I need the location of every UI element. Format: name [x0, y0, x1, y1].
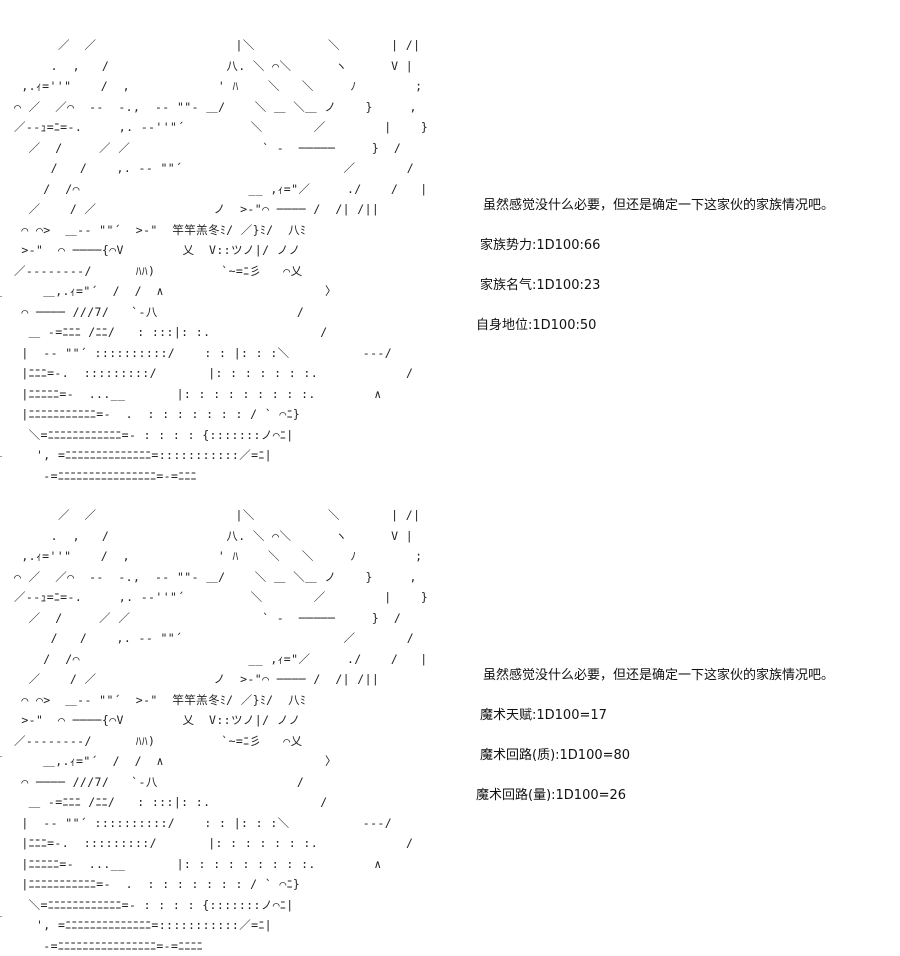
- panel-family-roll: ／ ／ |＼ ＼ | /| . , / 八. ＼ ⌒＼ ヽ V | ,.ｨ=''…: [0, 0, 900, 483]
- intro-line: 虽然感觉没什么必要，但还是确定一下这家伙的家族情况吧。: [483, 198, 835, 213]
- dialogue-block: 虽然感觉没什么必要，但还是确定一下这家伙的家族情况吧。 家族势力:1D100:6…: [476, 196, 896, 356]
- dialogue-block: 虽然感觉没什么必要，但还是确定一下这家伙的家族情况吧。 魔术天赋:1D100=1…: [476, 666, 896, 826]
- stat-magic-talent: 魔术天赋:1D100=17: [480, 708, 607, 723]
- ascii-art-character: ／ ／ |＼ ＼ | /| . , / 八. ＼ ⌒＼ ヽ V | ,.ｨ=''…: [14, 38, 429, 483]
- stat-family-power: 家族势力:1D100:66: [480, 238, 601, 253]
- stat-self-status: 自身地位:1D100:50: [476, 318, 597, 333]
- edge-mark: [0, 456, 2, 457]
- intro-line: 虽然感觉没什么必要，但还是确定一下这家伙的家族情况吧。: [483, 668, 835, 683]
- edge-mark: [0, 756, 2, 757]
- stat-circuit-quality: 魔术回路(质):1D100=80: [480, 748, 631, 763]
- edge-mark: [0, 296, 2, 297]
- edge-mark: [0, 916, 2, 917]
- stat-circuit-quantity: 魔术回路(量):1D100=26: [476, 788, 627, 803]
- panel-magic-roll: ／ ／ |＼ ＼ | /| . , / 八. ＼ ⌒＼ ヽ V | ,.ｨ=''…: [0, 470, 900, 953]
- stat-family-fame: 家族名气:1D100:23: [480, 278, 601, 293]
- ascii-art-character: ／ ／ |＼ ＼ | /| . , / 八. ＼ ⌒＼ ヽ V | ,.ｨ=''…: [14, 508, 429, 953]
